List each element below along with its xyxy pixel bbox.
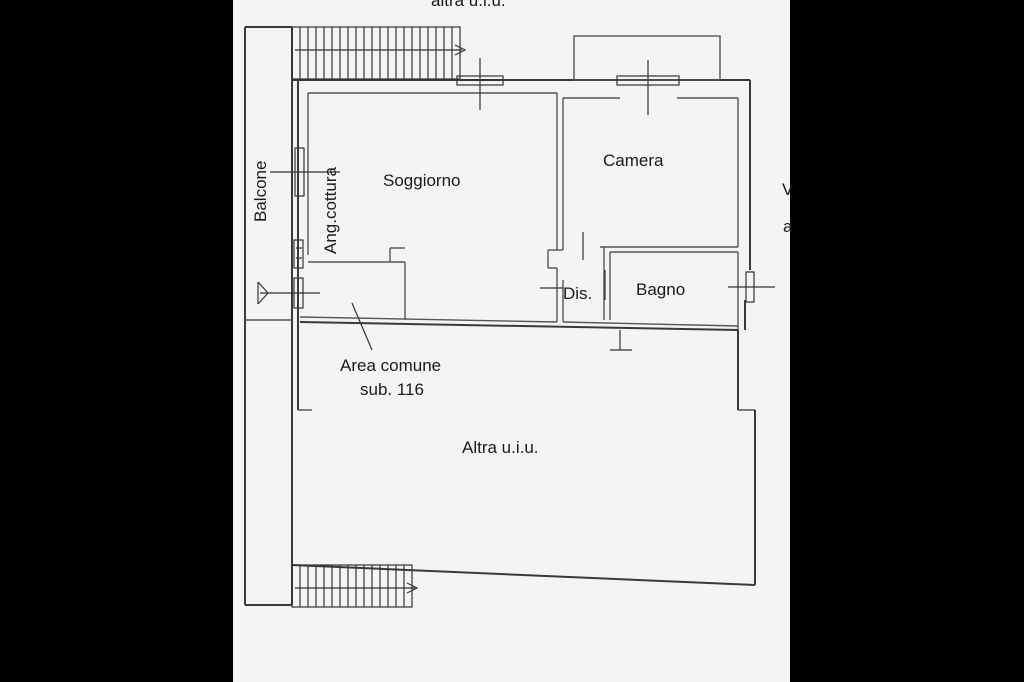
top-stair: [291, 26, 467, 80]
interior-walls: [298, 92, 755, 411]
bottom-stair: [291, 564, 419, 608]
balcony-strip: [244, 26, 292, 606]
balcone-label: Balcone: [251, 160, 270, 222]
outer-walls: [291, 27, 756, 605]
soggiorno-label: Soggiorno: [383, 171, 461, 190]
area-comune-sub-label: sub. 116: [360, 380, 424, 399]
camera-label: Camera: [603, 151, 664, 170]
altra-uiu-label: Altra u.i.u.: [462, 438, 539, 457]
right-edge-text-2: a: [783, 217, 793, 236]
area-comune-label: Area comune: [340, 356, 442, 375]
plan-sheet: [233, 0, 790, 682]
bagno-label: Bagno: [636, 280, 686, 299]
windows: [257, 58, 775, 309]
top-partial-label: altra u.i.u.: [431, 0, 506, 10]
ang-cottura-label: Ang.cottura: [321, 167, 340, 254]
dis-label: Dis.: [563, 284, 593, 303]
terrace-outline: [573, 35, 721, 81]
area-comune-pointer: [351, 302, 373, 351]
right-edge-text-1: V: [782, 180, 794, 199]
